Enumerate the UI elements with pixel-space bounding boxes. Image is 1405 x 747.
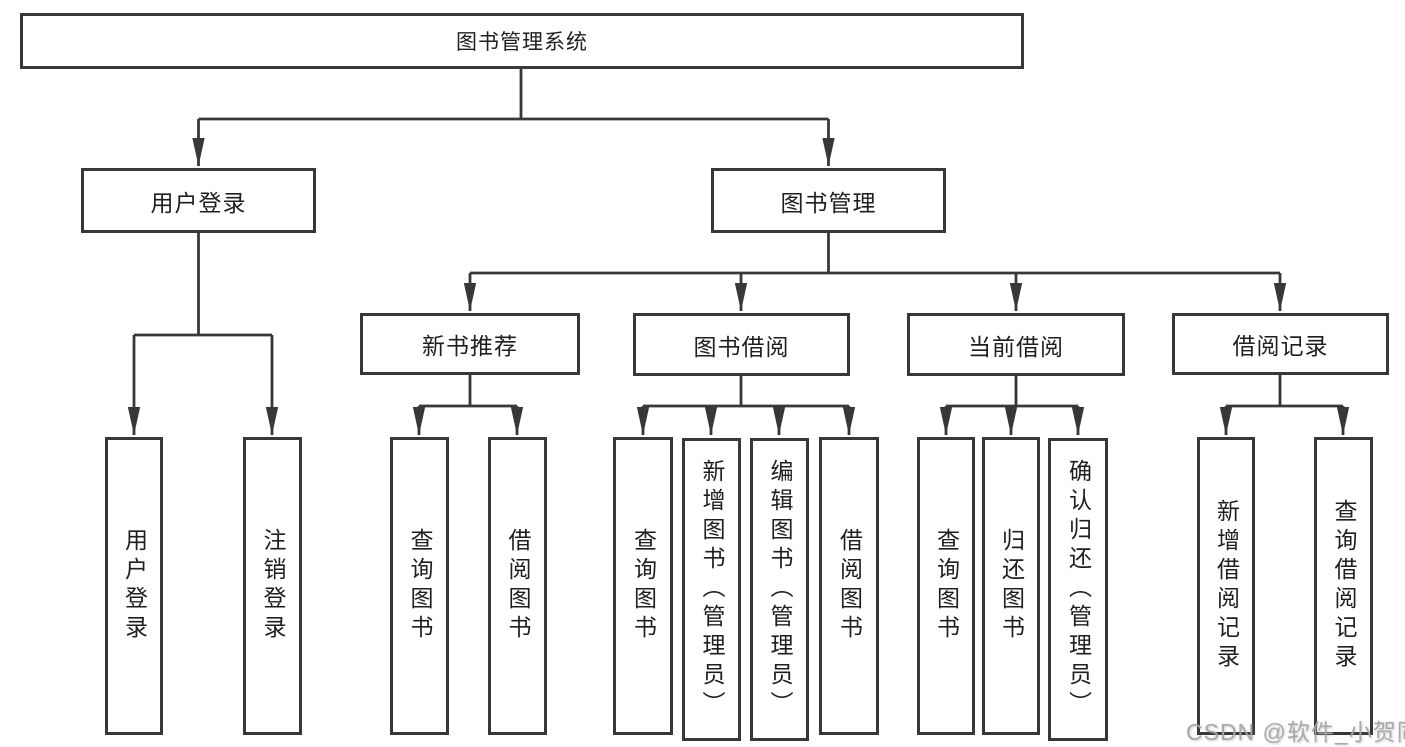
leaf-recommend-borrow-books: 借阅图书 [488, 437, 547, 735]
leaf-logout-login: 注销登录 [243, 437, 302, 735]
leaf-records-query-record: 查询借阅记录 [1314, 437, 1373, 735]
node-new-book-recommendation: 新书推荐 [360, 313, 580, 375]
leaf-user-login: 用户登录 [105, 437, 163, 735]
node-user-login: 用户登录 [81, 168, 316, 233]
node-book-management: 图书管理 [711, 168, 946, 233]
leaf-recommend-query-books: 查询图书 [390, 437, 449, 735]
leaf-current-confirm-return-admin: 确认归还（管理员） [1048, 438, 1108, 741]
node-library-system: 图书管理系统 [20, 13, 1024, 69]
leaf-borrowing-borrow-books: 借阅图书 [819, 437, 879, 735]
leaf-borrowing-query-books: 查询图书 [613, 437, 673, 735]
node-book-borrowing: 图书借阅 [633, 313, 850, 376]
leaf-current-query-books: 查询图书 [917, 437, 975, 735]
csdn-watermark: CSDN @软件_小贺同学 [1186, 719, 1405, 745]
node-current-borrowing: 当前借阅 [907, 313, 1125, 376]
leaf-borrowing-add-books-admin: 新增图书（管理员） [682, 438, 741, 741]
leaf-current-return-books: 归还图书 [982, 437, 1040, 735]
leaf-records-add-record: 新增借阅记录 [1197, 437, 1255, 735]
node-borrowing-records: 借阅记录 [1172, 313, 1389, 375]
leaf-borrowing-edit-books-admin: 编辑图书（管理员） [750, 438, 809, 741]
